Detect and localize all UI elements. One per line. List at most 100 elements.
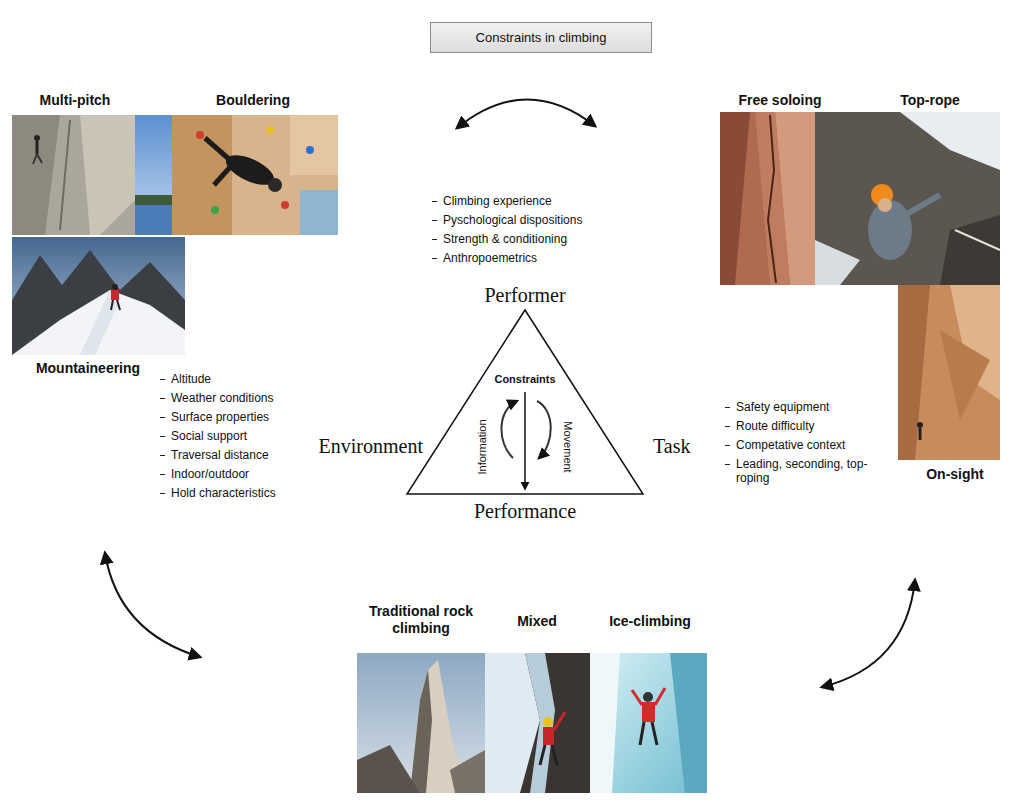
bouldering-photo	[281, 201, 289, 209]
constraint-item: Altitude	[171, 372, 211, 386]
photo-label: Mountaineering	[36, 360, 140, 377]
free-soloing-photo	[768, 115, 776, 283]
constraint-item: Climbing experience	[443, 194, 552, 208]
on-sight-photo	[917, 422, 923, 428]
free-soloing-photo	[720, 112, 815, 285]
bullet-item: Social support	[160, 429, 247, 443]
constraint-item: Leading, seconding, top-roping	[736, 457, 885, 486]
mountaineering-photo	[12, 237, 185, 355]
photo-label: Multi-pitch	[40, 92, 111, 109]
title-box: Constraints in climbing	[430, 22, 652, 53]
photo-label: Mixed	[517, 613, 557, 630]
bullet-dash	[160, 455, 165, 456]
bullet-item: Hold characteristics	[160, 486, 276, 500]
free-soloing-photo	[720, 112, 750, 285]
photo-label: On-sight	[926, 466, 984, 483]
triangle-outline	[405, 308, 645, 496]
bullet-item: Traversal distance	[160, 448, 269, 462]
top-rope-photo	[905, 195, 940, 215]
bullet-dash	[160, 474, 165, 475]
ice-climbing-photo	[640, 722, 644, 745]
ice-climbing-photo	[670, 653, 707, 793]
bouldering-photo	[268, 178, 282, 192]
constraint-item: Route difficulty	[736, 419, 815, 433]
bullet-dash	[432, 201, 437, 202]
cycle-label: Movement	[562, 421, 574, 472]
free-soloing-photo	[720, 112, 815, 285]
bouldering-photo	[306, 146, 314, 154]
triangle-corner-label: Task	[653, 434, 690, 458]
constraint-item: Competative context	[736, 438, 845, 452]
cycle-arrow	[105, 553, 200, 657]
ice-climbing-photo	[655, 688, 665, 705]
bullet-item: Pyschological dispositions	[432, 213, 582, 227]
cycle-arrow	[822, 580, 915, 687]
ice-climbing-photo	[652, 722, 657, 745]
multi-pitch-photo	[60, 120, 70, 230]
ice-climbing-photo	[590, 653, 707, 793]
constraint-item: Social support	[171, 429, 247, 443]
bouldering-photo	[266, 126, 274, 134]
mixed-climbing-photo	[485, 653, 590, 793]
multi-pitch-photo	[34, 135, 40, 141]
bullet-dash	[725, 464, 730, 465]
bouldering-photo	[300, 190, 338, 235]
mountaineering-photo	[12, 290, 185, 355]
top-rope-photo	[815, 112, 1000, 285]
on-sight-photo	[898, 285, 1000, 460]
node-heading: Constraints	[494, 373, 555, 385]
photo-label: Ice-climbing	[609, 613, 691, 630]
trad-climbing-photo	[357, 653, 485, 793]
constraint-item: Strength & conditioning	[443, 232, 567, 246]
on-sight-photo	[898, 285, 1000, 460]
photo-label: Free soloing	[738, 92, 821, 109]
on-sight-photo	[940, 330, 990, 420]
top-rope-photo	[900, 112, 1000, 170]
bouldering-photo	[196, 131, 204, 139]
mixed-climbing-photo	[554, 712, 565, 730]
bullet-item: Strength & conditioning	[432, 232, 567, 246]
triangle-outline	[537, 401, 551, 458]
trad-climbing-photo	[357, 745, 420, 793]
multi-pitch-photo	[12, 115, 135, 235]
constraint-item: Pyschological dispositions	[443, 213, 582, 227]
constraint-item: Anthropoemetrics	[443, 251, 537, 265]
bouldering-photo	[172, 115, 232, 235]
bullet-dash	[432, 258, 437, 259]
bullet-item: Surface properties	[160, 410, 269, 424]
free-soloing-photo	[755, 112, 790, 285]
triangle-corner-label: Performer	[484, 283, 565, 307]
bullet-dash	[160, 417, 165, 418]
sky-photo	[135, 115, 172, 235]
bullet-dash	[432, 239, 437, 240]
top-rope-photo	[815, 112, 1000, 285]
bullet-dash	[725, 426, 730, 427]
title-text: Constraints in climbing	[476, 30, 607, 45]
multi-pitch-photo	[80, 115, 135, 235]
ice-climbing-photo	[590, 653, 620, 793]
bullet-dash	[160, 493, 165, 494]
bouldering-photo	[290, 115, 338, 175]
triangle-corner-label: Environment	[319, 434, 423, 458]
on-sight-photo	[919, 428, 922, 440]
triangle-corner-label: Performance	[474, 499, 576, 523]
bouldering-photo	[211, 206, 219, 214]
bouldering-photo	[172, 115, 338, 235]
mixed-climbing-photo	[543, 717, 553, 727]
bullet-item: Altitude	[160, 372, 211, 386]
triangle-outline	[524, 392, 526, 489]
bullet-item: Indoor/outdoor	[160, 467, 249, 481]
constraint-item: Indoor/outdoor	[171, 467, 249, 481]
constraint-item: Traversal distance	[171, 448, 269, 462]
ice-climbing-photo	[643, 692, 653, 702]
bullet-dash	[160, 436, 165, 437]
bullet-dash	[725, 407, 730, 408]
sky-photo	[135, 195, 172, 205]
ice-climbing-photo	[590, 653, 707, 793]
trad-climbing-photo	[410, 670, 432, 793]
ice-climbing-photo	[642, 702, 655, 722]
bullet-item: Climbing experience	[432, 194, 552, 208]
bullet-dash	[725, 445, 730, 446]
bouldering-photo	[172, 115, 338, 235]
